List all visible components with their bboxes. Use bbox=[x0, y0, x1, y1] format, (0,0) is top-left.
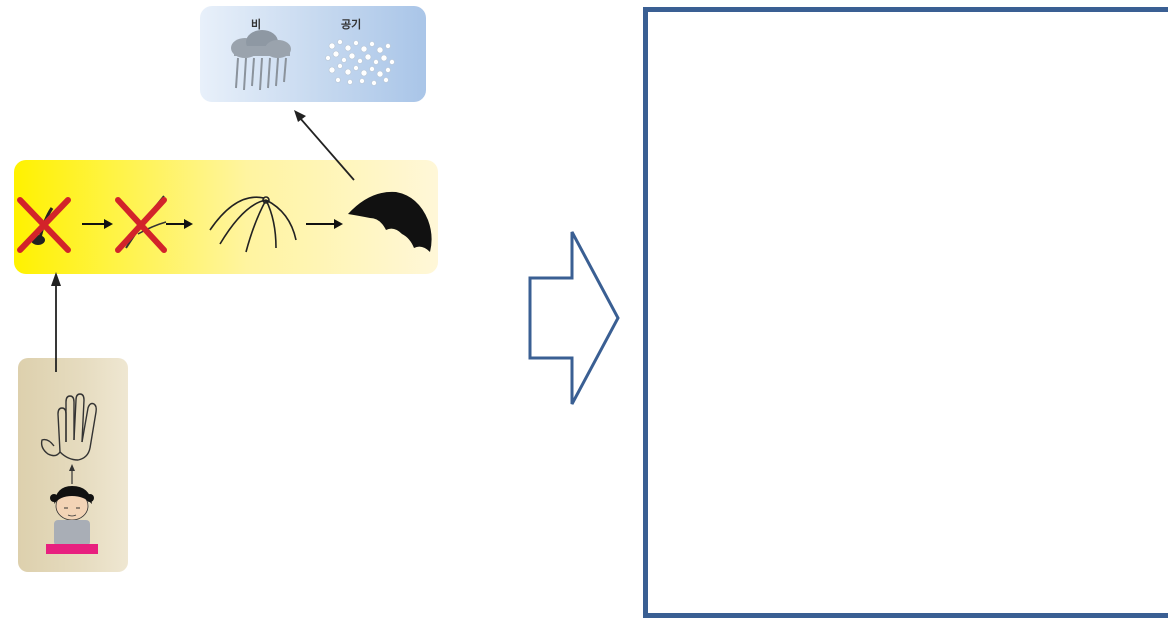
process-box bbox=[14, 160, 438, 274]
child-icon bbox=[46, 486, 98, 554]
hollow-right-arrow-icon bbox=[528, 231, 620, 405]
small-up-arrow-icon bbox=[69, 464, 75, 484]
air-particles-icon bbox=[325, 39, 395, 86]
hand-icon bbox=[40, 393, 97, 461]
cross-mark-icon bbox=[115, 197, 167, 253]
flow-arrow-icon bbox=[82, 219, 113, 229]
weather-icons bbox=[231, 30, 395, 91]
umbrella-icon bbox=[348, 191, 432, 252]
person-box bbox=[18, 358, 128, 572]
air-label: 공기 bbox=[341, 18, 362, 31]
process-icons bbox=[17, 191, 432, 253]
rain-cloud-icon bbox=[231, 30, 291, 91]
answer-frame bbox=[643, 7, 1168, 618]
flow-arrow-icon bbox=[306, 219, 343, 229]
cross-mark-icon bbox=[17, 197, 71, 253]
diagonal-arrow-icon bbox=[294, 110, 355, 181]
umbrella-skeleton-icon bbox=[209, 196, 297, 253]
rain-label: 비 bbox=[251, 18, 262, 31]
up-arrow-icon bbox=[51, 272, 61, 372]
person-icons bbox=[40, 393, 98, 554]
flow-arrow-icon bbox=[166, 219, 193, 229]
weather-box: 비 공기 bbox=[200, 6, 426, 102]
